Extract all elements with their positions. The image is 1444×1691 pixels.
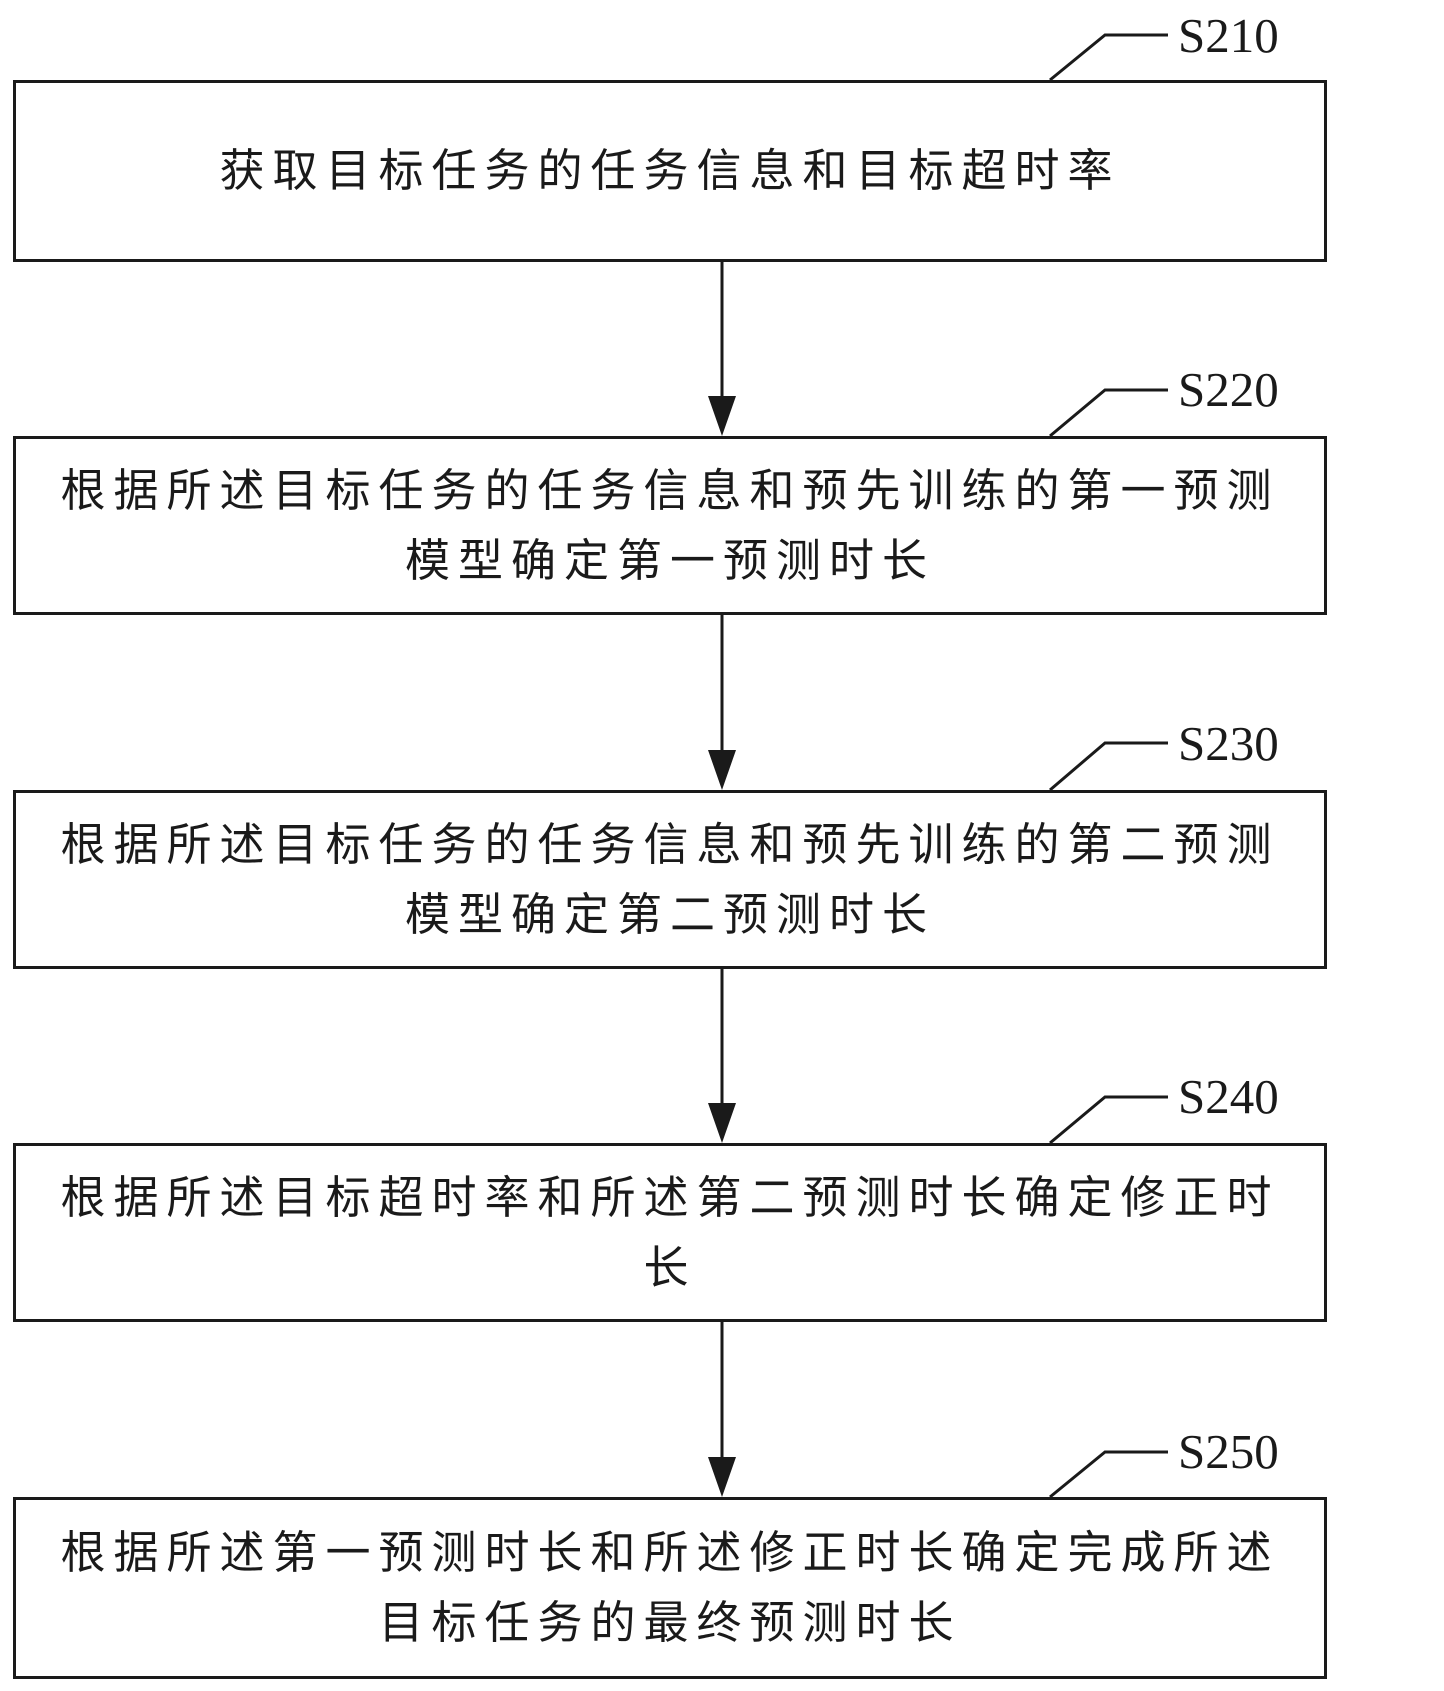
arrow-s210-to-s220 — [708, 262, 736, 436]
arrow-s240-to-s250 — [708, 1322, 736, 1497]
step-box-s230: 根据所述目标任务的任务信息和预先训练的第二预测模型确定第二预测时长 — [13, 790, 1327, 969]
step-box-s240: 根据所述目标超时率和所述第二预测时长确定修正时长 — [13, 1143, 1327, 1322]
step-text-s210: 获取目标任务的任务信息和目标超时率 — [219, 144, 1121, 197]
step-text-s230: 根据所述目标任务的任务信息和预先训练的第二预测模型确定第二预测时长 — [60, 817, 1280, 941]
step-box-s250: 根据所述第一预测时长和所述修正时长确定完成所述目标任务的最终预测时长 — [13, 1497, 1327, 1679]
leader-line-s250 — [1049, 1450, 1168, 1499]
step-box-s210: 获取目标任务的任务信息和目标超时率 — [13, 80, 1327, 262]
arrow-s220-to-s230 — [708, 615, 736, 790]
step-label-s230: S230 — [1178, 716, 1279, 771]
leader-line-s220 — [1049, 388, 1168, 438]
step-label-s240: S240 — [1178, 1069, 1279, 1124]
arrow-s230-to-s240 — [708, 969, 736, 1143]
step-text-s240: 根据所述目标超时率和所述第二预测时长确定修正时长 — [60, 1170, 1280, 1294]
step-label-s250: S250 — [1178, 1424, 1279, 1479]
step-label-s220: S220 — [1178, 362, 1279, 417]
leader-line-s240 — [1049, 1095, 1168, 1145]
step-text-s250: 根据所述第一预测时长和所述修正时长确定完成所述目标任务的最终预测时长 — [60, 1526, 1280, 1649]
leader-line-s210 — [1049, 33, 1168, 82]
leader-line-s230 — [1049, 741, 1168, 792]
step-label-s210: S210 — [1178, 8, 1279, 63]
step-text-s220: 根据所述目标任务的任务信息和预先训练的第一预测模型确定第一预测时长 — [60, 463, 1280, 587]
step-box-s220: 根据所述目标任务的任务信息和预先训练的第一预测模型确定第一预测时长 — [13, 436, 1327, 615]
